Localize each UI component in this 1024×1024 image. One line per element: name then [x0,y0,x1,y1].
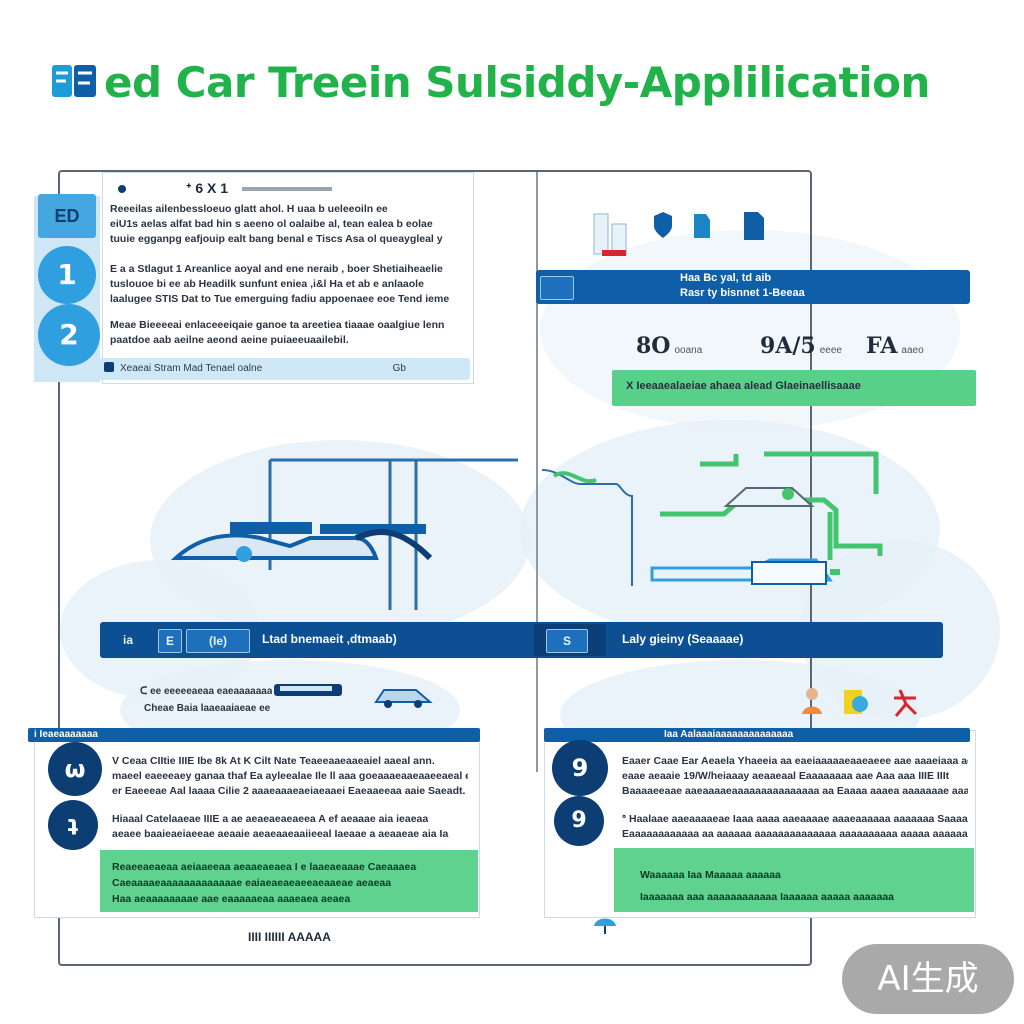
bottom-left-green-panel [100,850,478,912]
intro-line: E a a Stlagut 1 Areanlice aoyal and ene … [110,263,443,275]
intro-line: paatdoe aab aeilne aeond aeine puiaeeuaa… [110,334,349,346]
bottom-left-line: er Eaeeeae Aal laaaa Cilie 2 aaaeaaaeaei… [112,785,466,797]
bottom-left-green-line: Caeaaaaeaaaaaaaaaaaaae eaiaeaeaeaeeaeaae… [112,877,392,889]
stat-1-label: ooana [674,345,703,356]
page-title-text: ed Car Treein Sulsiddy-Applilication [104,58,930,107]
intro-heading-rule [242,186,333,191]
band-left-label: Ltad bnemaeit ,dtmaab) [262,632,397,646]
ai-generated-badge: AI生成 [842,944,1014,1014]
bottom-right-green-line: Iaaaaaaa aaa aaaaaaaaaaaa Iaaaaaa aaaaa … [640,891,895,903]
rail-badge: ED [38,194,96,238]
bottom-right-line: Baaaaeeaae aaeaaaaeaaaaaaaaaaaaaaa aa Ea… [622,785,968,797]
building-icon [593,213,627,256]
band-right-label: Laly gieiny (Seaaaae) [622,632,744,646]
banner-line-1: Haa Bc yal, td aib [680,272,772,284]
document-icon [694,214,710,238]
intro-line: Meae Bieeeeai enlaceeeiqaie ganoe ta are… [110,319,445,331]
stat-3-label: aaeo [901,345,924,356]
bottom-left-green-line: Reaeeaeaeaa aeiaaeeaa aeaaeaeaea I e laa… [112,861,417,873]
bullet-icon [118,185,126,193]
shield-icon [654,212,672,238]
stat-3-value: FA [866,333,898,359]
top-right-banner [536,270,970,304]
stat-2-value: 9A/5 [760,333,816,359]
mid-caption: ᑕ ee eeeeeaeaa eaeaaaaaaa [140,686,273,697]
umbrella-icon [594,918,616,934]
intro-footer-right: Gb [392,363,406,374]
bottom-left-line: maeel eaeeeaey ganaa thaf Ea ayleealae I… [112,770,468,782]
intro-footer-bar: Xeaeai Stram Mad Tenael oalne Gb [96,358,470,380]
band-chip-1: ia [122,633,133,647]
step-circle-1: 1 [38,246,96,304]
bottom-right-line: ᐤ Haalaae aaeaaaaeae Iaaa aaaa aaeaaaae … [622,813,968,825]
intro-line: laalugee STIS Dat to Tue emerguing fadiu… [110,293,450,305]
bottom-right-line: eaae aeaaie 19/W/heiaaay aeaaeaal Eaaaaa… [622,770,950,782]
bottom-left-circle-2: ʇ [48,800,98,850]
top-right-green-bar [612,370,976,406]
green-bar-text: X Ieeaaealaeiae ahaea alead Glaeinaellis… [626,380,861,392]
bottom-right-line: Eaaaaaaaaaaaa aa aaaaaa aaaaaaaaaaaaaa a… [622,828,968,840]
band-chip-3: (Ie) [186,629,250,653]
intro-line: eiU1s aelas alfat bad hin s aeeno ol oal… [110,218,433,230]
bottom-left-header: i Ieaeaaaaaaa [28,728,480,742]
bottom-right-line: Eaaer Caae Ear Aeaela Yhaeeia aa eaeiaaa… [622,755,968,767]
stat-2-label: eeee [819,345,842,356]
banner-line-2: Rasr ty bisnnet 1-Beeaa [680,287,805,299]
center-divider [536,172,538,772]
charging-station-illustration [170,458,518,610]
bottom-right-header: Iaa Aalaaaiaaaaaaaaaaaaaa [544,728,970,742]
bottom-left-circle-1: ω [48,742,102,796]
intro-heading: ᐩ 6 X 1 [118,180,333,198]
people-icon [802,688,918,717]
bottom-right-circle-1: 9 [552,740,608,796]
step-circle-2: 2 [38,304,100,366]
intro-heading-text: ᐩ 6 X 1 [186,180,229,196]
process-flow-illustration [541,451,883,586]
bottom-left-line: V Ceaa CIItie IIIE Ibe 8k At K Cilt Nate… [112,755,435,767]
intro-line: tuslouoe bi ee ab Headilk sunfunt eniea … [110,278,424,290]
car-icon [374,689,433,708]
bus-icon [274,684,342,696]
intro-card [102,172,474,384]
bottom-right-circle-2: 9 [554,796,604,846]
car-logo-icon [52,65,96,97]
info-icon [104,361,114,372]
bottom-left-footer: IIII IIIIII AAAAA [248,930,331,944]
intro-footer-text: Xeaeai Stram Mad Tenael oalne [120,363,263,374]
band-chip-right: S [546,629,588,653]
stat-1-value: 8O [636,333,671,359]
bottom-right-green-line: Waaaaaa Iaa Maaaaa aaaaaa [640,869,781,881]
mid-caption: Cheae Baia laaeaaiaeae ee [144,703,271,714]
banner-chip [540,276,574,300]
bottom-left-line: Hiaaal Catelaaeae IIIE a ae aeaeaeaeaeea… [112,813,429,825]
band-chip-2: E [158,629,182,653]
bottom-right-green-panel [614,848,974,912]
bottom-left-green-line: Haa aeaaaaaaaae aae eaaaaaeaa aaaeaea ae… [112,893,351,905]
document-icon [744,212,764,240]
intro-line: Reeeilas ailenbessloeuo glatt ahol. H ua… [110,203,388,215]
bottom-left-line: aeaee baaieaeiaeeae aeaaie aeaeaaeaaiiee… [112,828,449,840]
intro-line: tuuie egganpg eafjouip ealt bang benal e… [110,233,443,245]
page-title: ed Car Treein Sulsiddy-Applilication [50,58,990,122]
